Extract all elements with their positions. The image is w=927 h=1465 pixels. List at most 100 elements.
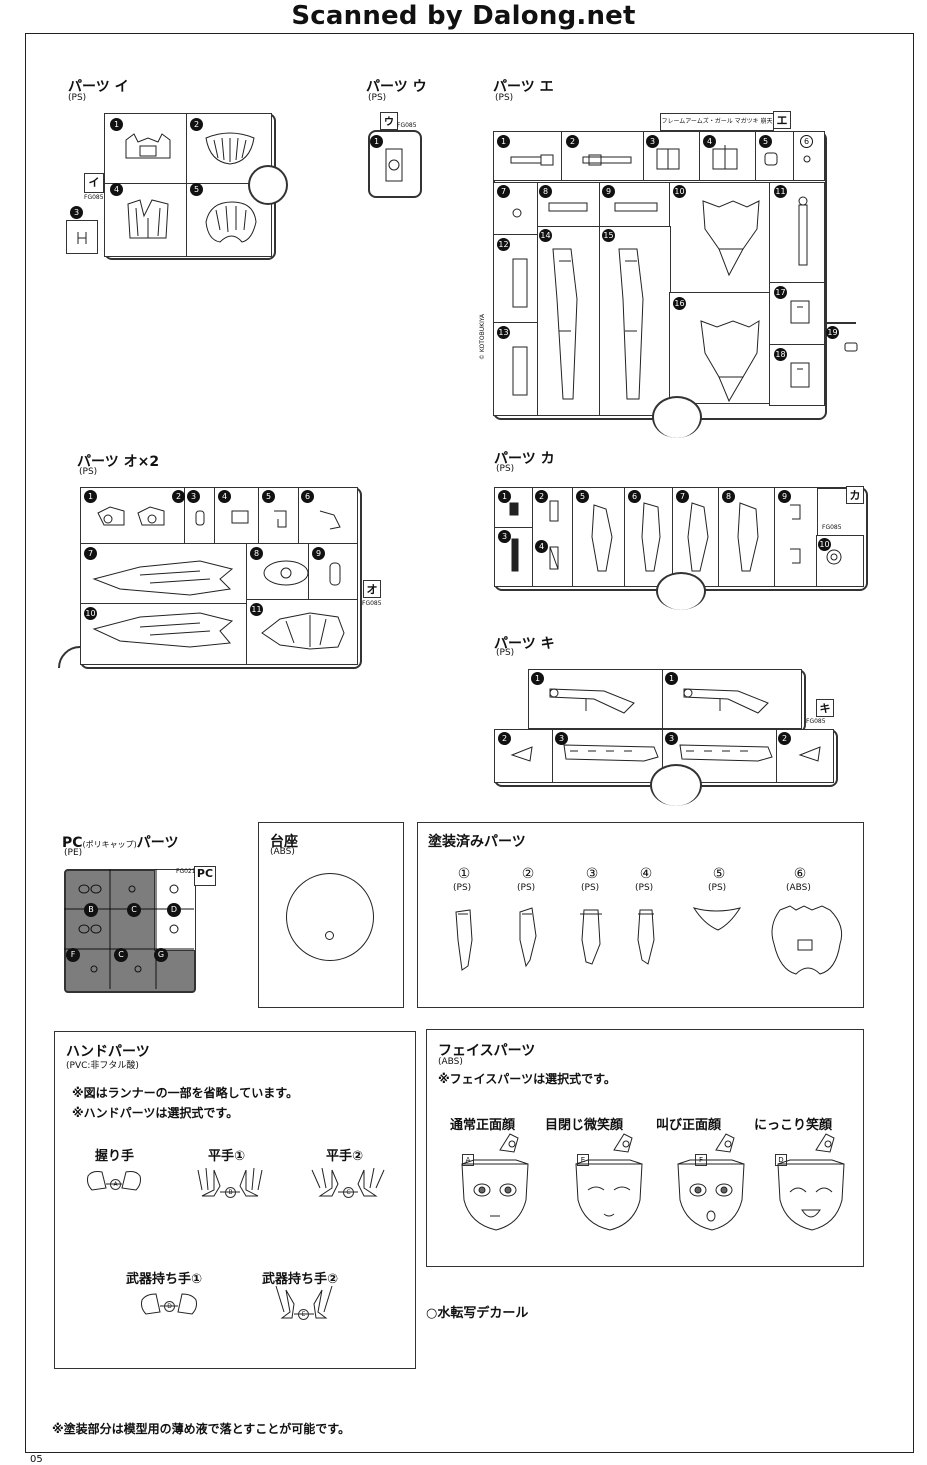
runner-o-cell (80, 543, 248, 605)
runner-e-header: フレームアームズ・ガール マガツキ 崩天 (660, 113, 774, 131)
hands-note-1: ※図はランナーの一部を省略しています。 (72, 1086, 299, 1100)
part-drawing (385, 148, 403, 182)
decal-label: ○水転写デカール (426, 1306, 529, 1321)
runner-ka-cell (532, 487, 574, 587)
part-number: 17 (774, 286, 787, 299)
runner-e-gate-notch (652, 396, 702, 438)
hand-label-weapon1: 武器持ち手① (126, 1272, 203, 1287)
runner-e-cell (643, 131, 701, 181)
part-number: 7 (676, 490, 689, 503)
part-number: 1 (498, 490, 511, 503)
part-number: 3 (187, 490, 200, 503)
face-letter: D (775, 1154, 787, 1166)
runner-i-gate-notch (248, 165, 288, 205)
runner-ki-cell (662, 669, 802, 729)
runner-e-cell (537, 226, 601, 416)
runner-ka-material: (PS) (496, 464, 515, 474)
faces-note: ※フェイスパーツは選択式です。 (438, 1072, 616, 1086)
part-number: 8 (250, 547, 263, 560)
runner-u-tag: ウ (380, 112, 398, 130)
part-number: 8 (722, 490, 735, 503)
painted-mat: (ABS) (786, 883, 811, 893)
painted-mat: (PS) (581, 883, 600, 893)
runner-e-drawings (510, 145, 858, 403)
part-number: 11 (774, 185, 787, 198)
runner-u-material: (PS) (368, 93, 387, 103)
base-disc (286, 873, 374, 961)
runner-ka-cell (672, 487, 720, 587)
runner-ka-cell (624, 487, 674, 587)
part-number: 6 (800, 135, 813, 148)
runner-u-code: FG085 (397, 122, 417, 129)
pc-letter: B (84, 903, 98, 917)
part-number: 3 (498, 530, 511, 543)
part-drawing (205, 201, 257, 243)
runner-e-cell (769, 182, 825, 284)
runner-o-title: パーツ オ×2 (77, 454, 160, 470)
part-number: 7 (497, 185, 510, 198)
runner-i-cell (186, 183, 272, 257)
part-number: 18 (774, 348, 787, 361)
hand-letter: E (298, 1309, 309, 1320)
base-material: (ABS) (270, 847, 295, 857)
painted-num: ⑥ (793, 866, 807, 882)
runner-e-sprue (826, 322, 856, 324)
part-number: 7 (84, 547, 97, 560)
part-number: 10 (673, 185, 686, 198)
runner-ka-title: パーツ カ (494, 451, 555, 467)
footer-note: ※塗装部分は模型用の薄め液で落とすことが可能です。 (52, 1422, 351, 1436)
part-number: 16 (673, 297, 686, 310)
runner-u-title: パーツ ウ (366, 79, 427, 95)
base-title: 台座 (270, 834, 298, 850)
runner-ki-gate-notch (650, 764, 702, 806)
hand-letter: A (110, 1179, 121, 1190)
runner-ki-drawings (510, 688, 821, 762)
part-number: 8 (539, 185, 552, 198)
part-number: 1 (497, 135, 510, 148)
part-number: 9 (778, 490, 791, 503)
runner-e-title: パーツ エ (493, 79, 554, 95)
part-number: 4 (218, 490, 231, 503)
runner-i-small-cell (66, 220, 98, 254)
painted-num: ② (521, 866, 535, 882)
scan-credit: Scanned by Dalong.net (291, 1, 636, 31)
pc-material: (PE) (64, 848, 83, 858)
faces-title: フェイスパーツ (438, 1043, 536, 1059)
part-number: 1 (84, 490, 97, 503)
runner-ki-cell (528, 669, 664, 729)
hand-label-flat2: 平手② (326, 1149, 364, 1164)
face-drawings (461, 1133, 845, 1231)
part-number: 2 (566, 135, 579, 148)
part-number: 14 (539, 229, 552, 242)
painted-mat: (PS) (453, 883, 472, 893)
part-number: 4 (703, 135, 716, 148)
painted-drawings (455, 905, 843, 975)
pc-title-kana: (ポリキャップ) (82, 840, 137, 849)
pc-tag: PC (194, 866, 216, 886)
runner-ki-title: パーツ キ (494, 636, 555, 652)
runner-o-code: FG085 (362, 600, 382, 607)
painted-mat: (PS) (635, 883, 654, 893)
runner-ki-code: FG085 (806, 718, 826, 725)
runner-i-tag: イ (84, 173, 104, 193)
part-number: 15 (602, 229, 615, 242)
part-number: 1 (110, 118, 123, 131)
part-number: 2 (190, 118, 203, 131)
page-number: 05 (30, 1454, 43, 1465)
hand-label-flat1: 平手① (208, 1149, 246, 1164)
pc-letter: F (66, 948, 80, 962)
hand-label-fist: 握り手 (95, 1149, 135, 1164)
part-drawing (205, 132, 255, 165)
part-number: 3 (555, 732, 568, 745)
part-number: 5 (262, 490, 275, 503)
part-drawing (77, 232, 87, 244)
hand-letter: D (164, 1301, 175, 1312)
face-label: にっこり笑顔 (754, 1118, 833, 1133)
runner-ka-cell (572, 487, 626, 587)
painted-title: 塗装済みパーツ (428, 834, 526, 850)
runner-ki-material: (PS) (496, 648, 515, 658)
part-number: 2 (498, 732, 511, 745)
painted-num: ⑤ (712, 866, 726, 882)
part-number: 2 (535, 490, 548, 503)
pc-letter: C (127, 903, 141, 917)
